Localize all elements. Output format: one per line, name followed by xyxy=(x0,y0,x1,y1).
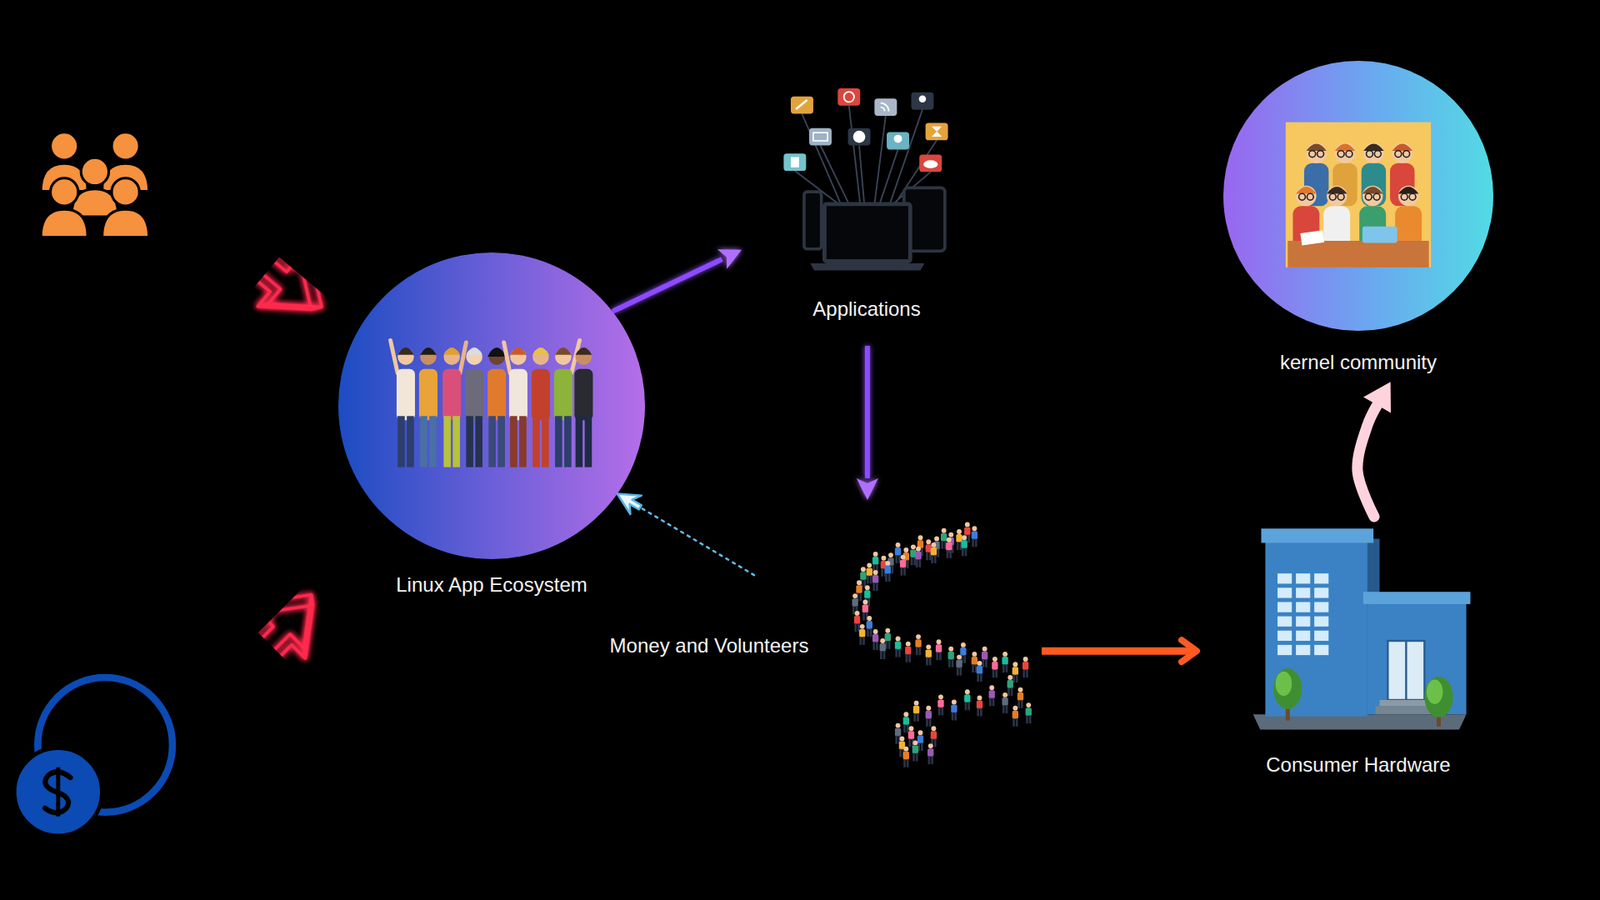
flow-arrow xyxy=(612,259,723,312)
hardware-building: Consumer Hardware xyxy=(1200,516,1517,780)
circle-fill xyxy=(338,252,645,560)
volunteers-crowd: Money and Volunteers xyxy=(754,500,1042,763)
applications-icon xyxy=(783,88,948,271)
node-label: Linux App Ecosystem xyxy=(395,573,587,597)
picture-space xyxy=(1358,516,1360,735)
node-label: kernel community xyxy=(1280,350,1437,375)
neon-arrow xyxy=(208,571,340,704)
curved-arrow xyxy=(1357,405,1378,517)
time-money-icon xyxy=(14,677,173,836)
ecosystem-circle: Linux App Ecosystem xyxy=(338,252,645,600)
circle-picture xyxy=(390,340,594,467)
crowd-illustration xyxy=(851,521,1032,767)
circle-outline xyxy=(1223,60,1494,331)
circle-picture xyxy=(1285,122,1431,268)
node-label: Consumer Hardware xyxy=(1265,753,1450,777)
picture-space xyxy=(866,79,868,280)
neon-arrow xyxy=(208,209,343,339)
flow-arrow xyxy=(865,345,870,479)
node-label: Applications xyxy=(812,297,920,321)
building-illustration xyxy=(1253,528,1471,730)
flow-arrow xyxy=(1041,647,1195,655)
circle-fill xyxy=(1223,60,1494,331)
applications-node: Applications xyxy=(741,79,992,346)
pointer-arrow xyxy=(617,494,755,576)
kernel-circle: kernel community xyxy=(1223,60,1494,383)
node-label: Money and Volunteers xyxy=(610,634,810,658)
people-icon xyxy=(40,132,150,238)
circle-outline xyxy=(338,252,645,560)
